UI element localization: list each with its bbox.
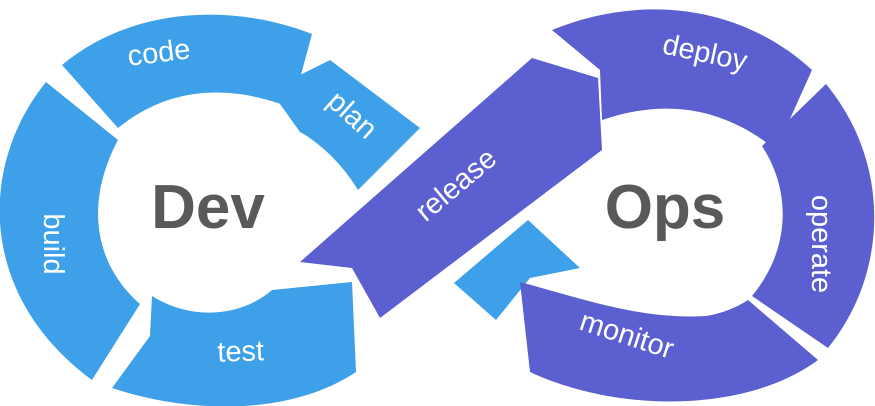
- dev-loop: code plan build test Dev: [0, 14, 580, 406]
- release-band: release: [300, 58, 602, 318]
- operate-segment: [752, 84, 875, 348]
- build-label: build: [37, 213, 69, 274]
- code-segment: [62, 14, 312, 128]
- deploy-segment: [552, 9, 812, 151]
- monitor-segment: [520, 282, 818, 402]
- ops-title: Ops: [605, 173, 726, 242]
- code-label: code: [126, 33, 192, 72]
- test-segment: [112, 282, 356, 406]
- dev-title: Dev: [151, 173, 265, 242]
- test-label: test: [217, 335, 265, 369]
- build-segment: [0, 82, 140, 380]
- plan-segment: [270, 60, 420, 190]
- ops-loop: deploy operate monitor Ops: [520, 9, 875, 402]
- dev-return-wedge: [454, 220, 580, 320]
- operate-label: operate: [805, 195, 837, 293]
- release-segment: [300, 58, 602, 318]
